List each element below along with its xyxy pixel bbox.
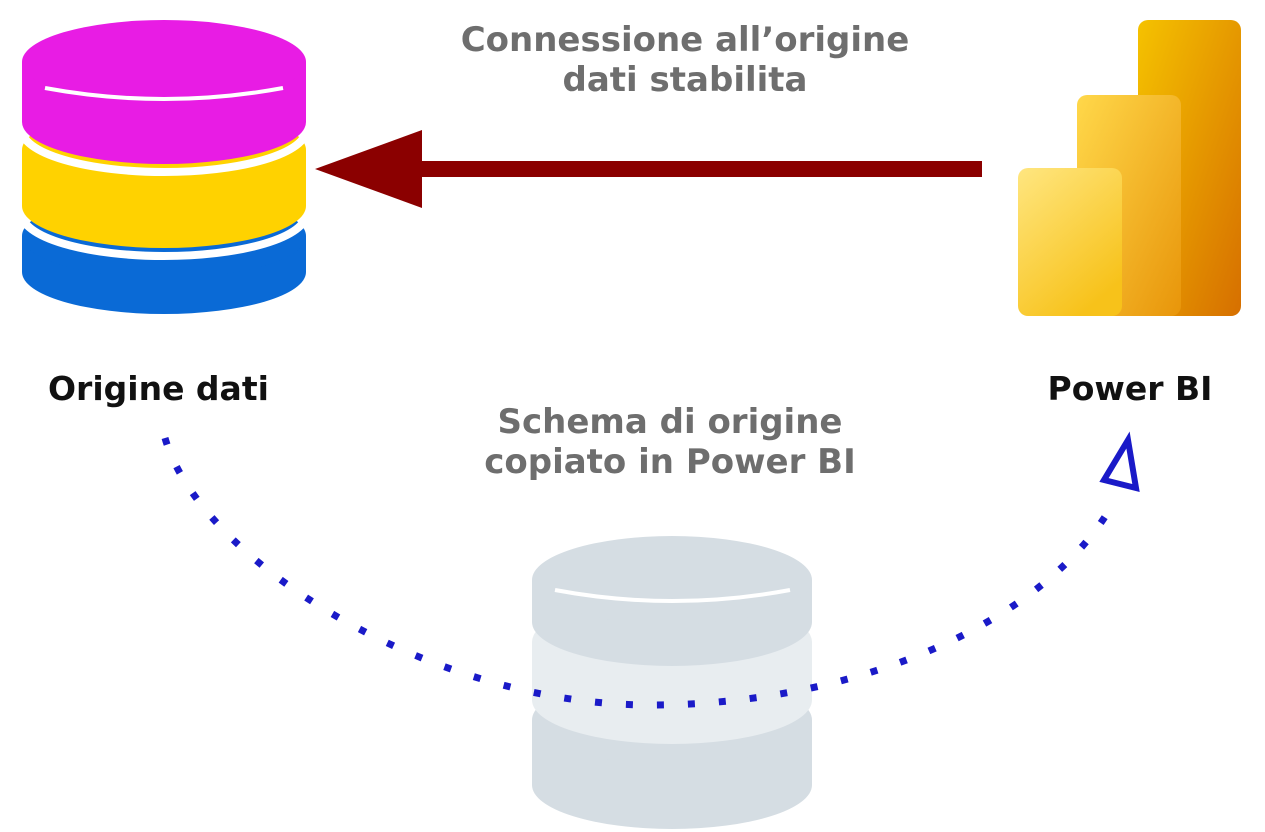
power-bi-name-label: Power BI: [1047, 369, 1213, 408]
connection-label: Connessione all’origine dati stabilita: [400, 20, 970, 100]
schema-copy-dotted-path: [161, 437, 1119, 709]
connection-arrow: [315, 130, 982, 208]
schema-label: Schema di origine copiato in Power BI: [420, 402, 920, 482]
power-bi-logo-icon: [1018, 20, 1241, 316]
schema-database-icon: [532, 536, 812, 829]
dotted-arrowhead-icon: [1099, 431, 1140, 493]
connection-label-line-1: Connessione all’origine: [460, 20, 910, 60]
source-name-label: Origine dati: [48, 369, 269, 408]
source-database-icon: [18, 20, 310, 314]
schema-label-line-2: copiato in Power BI: [484, 442, 856, 483]
connection-label-line-2: dati stabilita: [562, 60, 808, 101]
schema-label-line-1: Schema di origine: [497, 402, 843, 442]
